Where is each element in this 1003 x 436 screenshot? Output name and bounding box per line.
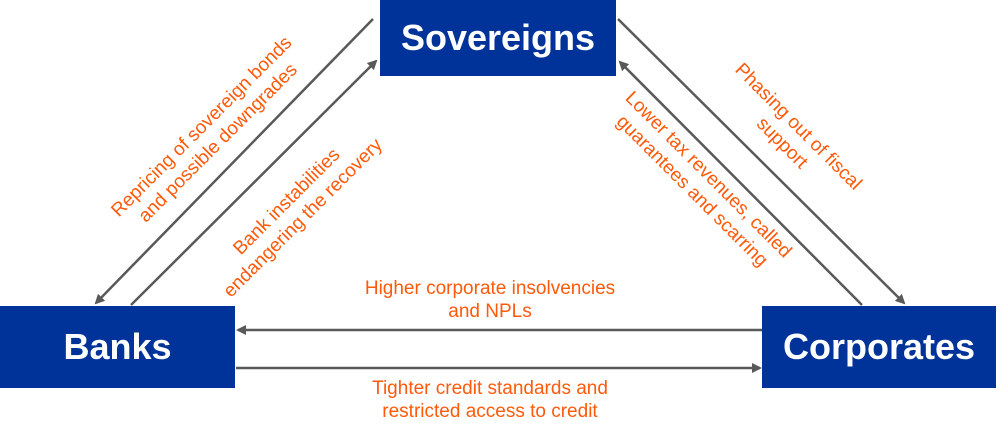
label-corporates-to-banks: Higher corporate insolvencies and NPLs bbox=[340, 277, 640, 323]
arrow-banks-to-sovereigns bbox=[130, 59, 378, 306]
node-label: Sovereigns bbox=[400, 17, 596, 58]
label-line: restricted access to credit bbox=[382, 401, 598, 422]
arrow-sovereigns-to-banks bbox=[94, 18, 374, 305]
arrow-corporates-to-sovereigns bbox=[618, 60, 863, 306]
label-banks-to-corporates: Tighter credit standards and restricted … bbox=[340, 377, 640, 423]
arrow-sovereigns-to-corporates bbox=[617, 18, 906, 305]
node-banks: Banks bbox=[0, 306, 235, 388]
label-line: Tighter credit standards and bbox=[372, 378, 608, 399]
node-label: Corporates bbox=[782, 326, 976, 367]
label-line: and NPLs bbox=[448, 301, 532, 322]
node-corporates: Corporates bbox=[762, 306, 996, 388]
node-sovereigns: Sovereigns bbox=[380, 0, 616, 76]
label-line: Higher corporate insolvencies bbox=[364, 278, 616, 299]
node-label: Banks bbox=[63, 326, 172, 367]
